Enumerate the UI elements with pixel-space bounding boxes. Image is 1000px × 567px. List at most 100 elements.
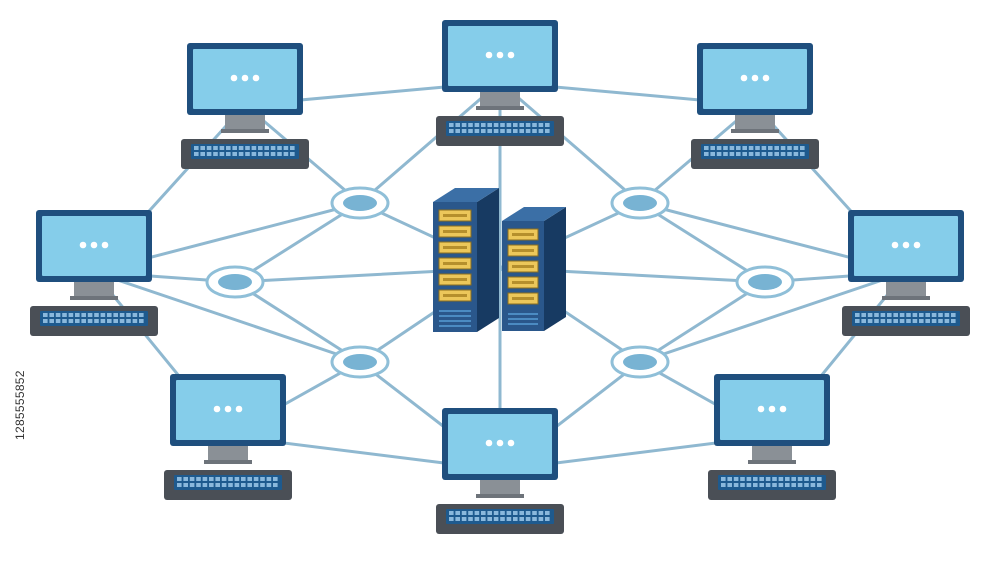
key	[100, 313, 106, 317]
monitor-stand-base	[731, 129, 779, 133]
key	[944, 319, 950, 323]
key	[245, 146, 250, 150]
key	[944, 313, 950, 317]
key	[742, 146, 747, 150]
key	[126, 313, 131, 317]
key	[893, 319, 898, 323]
key	[817, 483, 822, 487]
side-id-label: 1285555852	[13, 370, 27, 440]
hub-hub-lower-left	[330, 345, 390, 379]
key	[506, 129, 512, 133]
dots-icon	[485, 439, 515, 447]
key	[461, 517, 467, 521]
key	[880, 319, 886, 323]
key	[753, 483, 758, 487]
key	[234, 483, 240, 487]
keyboard-keys	[449, 123, 550, 133]
key	[43, 313, 48, 317]
key	[94, 313, 99, 317]
key	[761, 152, 767, 156]
key	[474, 129, 480, 133]
key	[221, 483, 227, 487]
hub-core	[343, 195, 377, 211]
key	[87, 319, 93, 323]
key	[177, 477, 182, 481]
key	[765, 477, 771, 481]
key	[234, 477, 240, 481]
key	[874, 313, 879, 317]
key	[513, 129, 518, 133]
key	[196, 483, 201, 487]
key	[266, 477, 272, 481]
key	[525, 129, 531, 133]
key	[213, 152, 218, 156]
key	[107, 319, 112, 323]
key	[251, 146, 257, 150]
key	[264, 146, 269, 150]
server-unit-left	[433, 188, 499, 332]
monitor-stand	[225, 115, 265, 131]
key	[113, 313, 118, 317]
key	[177, 483, 182, 487]
key	[226, 152, 231, 156]
key	[75, 313, 80, 317]
key	[919, 313, 924, 317]
server-top	[502, 207, 566, 221]
dot	[213, 405, 221, 413]
server-vent	[439, 310, 471, 312]
key	[481, 517, 486, 521]
key	[519, 511, 524, 515]
key	[740, 477, 745, 481]
key	[247, 483, 252, 487]
monitor-stand-base	[204, 460, 252, 464]
key	[721, 477, 726, 481]
link-pc-top-center-hub-upper-left	[358, 80, 502, 205]
hub-core	[623, 354, 657, 370]
key	[704, 152, 709, 156]
hub-hub-upper-left	[330, 186, 390, 220]
key	[455, 123, 460, 127]
server-rack-icon	[433, 188, 566, 332]
key	[545, 511, 550, 515]
hub-core	[623, 195, 657, 211]
key	[493, 511, 499, 515]
dots-icon	[740, 74, 770, 82]
key	[793, 152, 799, 156]
keyboard-keys	[177, 477, 278, 487]
key	[183, 483, 188, 487]
server-slot-line	[443, 262, 467, 265]
key	[487, 517, 492, 521]
dot	[891, 241, 899, 249]
key	[887, 319, 892, 323]
key	[774, 146, 779, 150]
key	[113, 319, 118, 323]
key	[746, 477, 752, 481]
key	[493, 123, 499, 127]
key	[532, 129, 537, 133]
nodes-layer	[30, 20, 970, 534]
key	[716, 152, 722, 156]
key	[925, 319, 930, 323]
link-hub-upper-right-hub-right	[638, 201, 767, 284]
key	[273, 477, 278, 481]
key	[746, 483, 752, 487]
key	[506, 517, 512, 521]
hub-hub-left	[205, 265, 265, 299]
key	[736, 152, 741, 156]
key	[202, 483, 208, 487]
key	[733, 477, 739, 481]
server-side	[544, 207, 566, 331]
dot	[90, 241, 98, 249]
key	[468, 517, 473, 521]
key	[474, 511, 480, 515]
key	[768, 146, 773, 150]
key	[804, 483, 809, 487]
key	[55, 313, 61, 317]
key	[449, 511, 454, 515]
key	[532, 123, 537, 127]
dot	[235, 405, 243, 413]
key	[525, 123, 531, 127]
monitor-stand	[74, 282, 114, 298]
key	[729, 146, 735, 150]
key	[772, 483, 777, 487]
